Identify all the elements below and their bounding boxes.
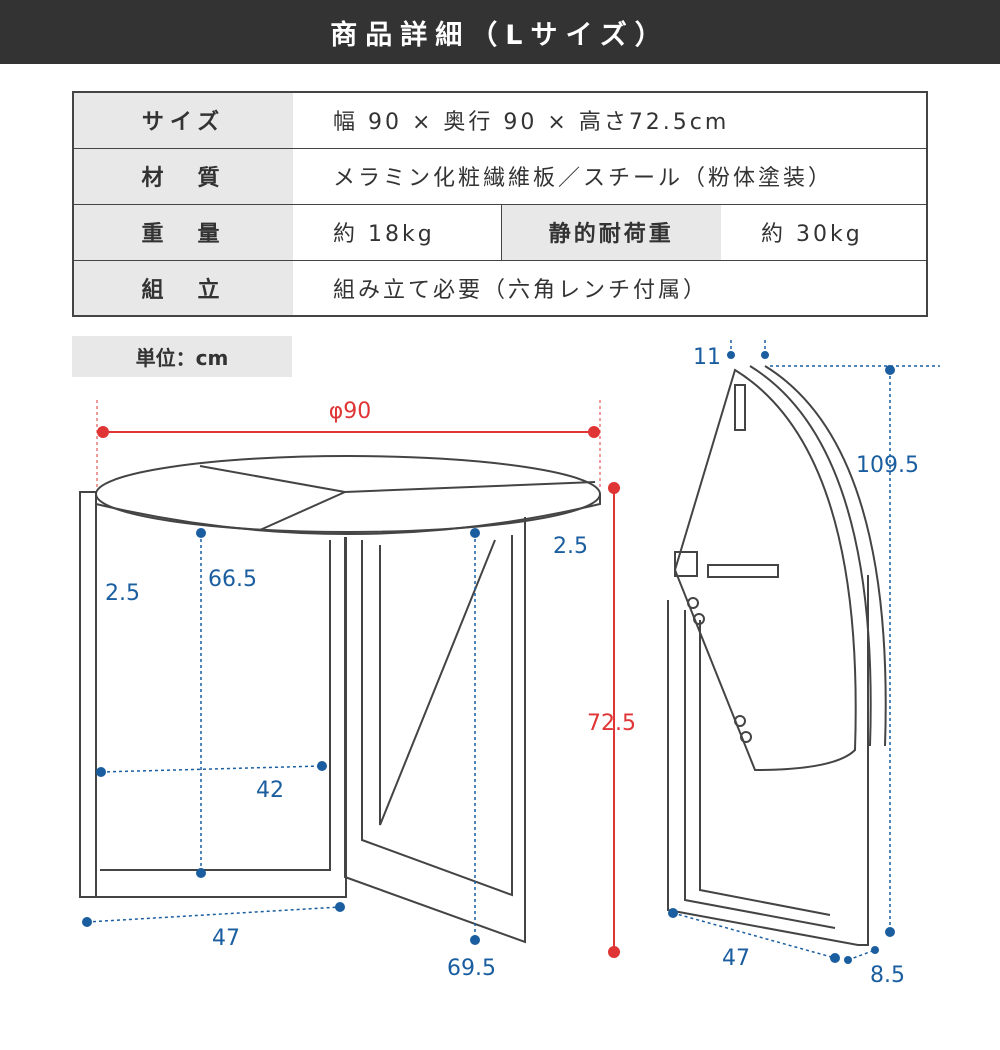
top-thickness-label: 2.5 [553,534,588,559]
spec-label: サイズ [73,92,293,149]
spec-value: 組み立て必要（六角レンチ付属） [293,260,927,317]
height-label: 72.5 [587,711,636,736]
table-front-drawing [79,455,601,944]
leg-height-label: 66.5 [208,567,257,592]
inner-width-label: 42 [256,778,284,803]
spec-value: 幅 90 × 奥行 90 × 高さ72.5cm [293,92,927,149]
folded-thickness-label: 11 [693,345,721,370]
unit-label: 単位：cm [72,336,292,377]
spec-table: サイズ幅 90 × 奥行 90 × 高さ72.5cm 材 質メラミン化粧繊維板／… [72,91,928,317]
spec-value: 約 30kg [721,204,927,261]
page-title: 商品詳細（Lサイズ） [0,0,1000,64]
depth-label: 69.5 [447,956,496,981]
table-row: 組 立組み立て必要（六角レンチ付属） [73,260,927,317]
folded-height-label: 109.5 [856,453,919,478]
folded-table-side [667,365,887,946]
folded-base-label: 47 [722,946,750,971]
spec-label: 静的耐荷重 [500,204,721,261]
table-row: サイズ幅 90 × 奥行 90 × 高さ72.5cm [73,92,927,149]
diameter-label: φ90 [329,399,372,424]
folded-depth-label: 8.5 [870,963,905,988]
frame-width-label: 2.5 [105,581,140,606]
spec-label: 重 量 [73,204,293,261]
spec-value: 約 18kg [293,204,502,261]
spec-label: 組 立 [73,260,293,317]
spec-label: 材 質 [73,148,293,205]
spec-value: メラミン化粧繊維板／スチール（粉体塗装） [293,148,927,205]
base-width-label: 47 [212,926,240,951]
table-row: 材 質メラミン化粧繊維板／スチール（粉体塗装） [73,148,927,205]
